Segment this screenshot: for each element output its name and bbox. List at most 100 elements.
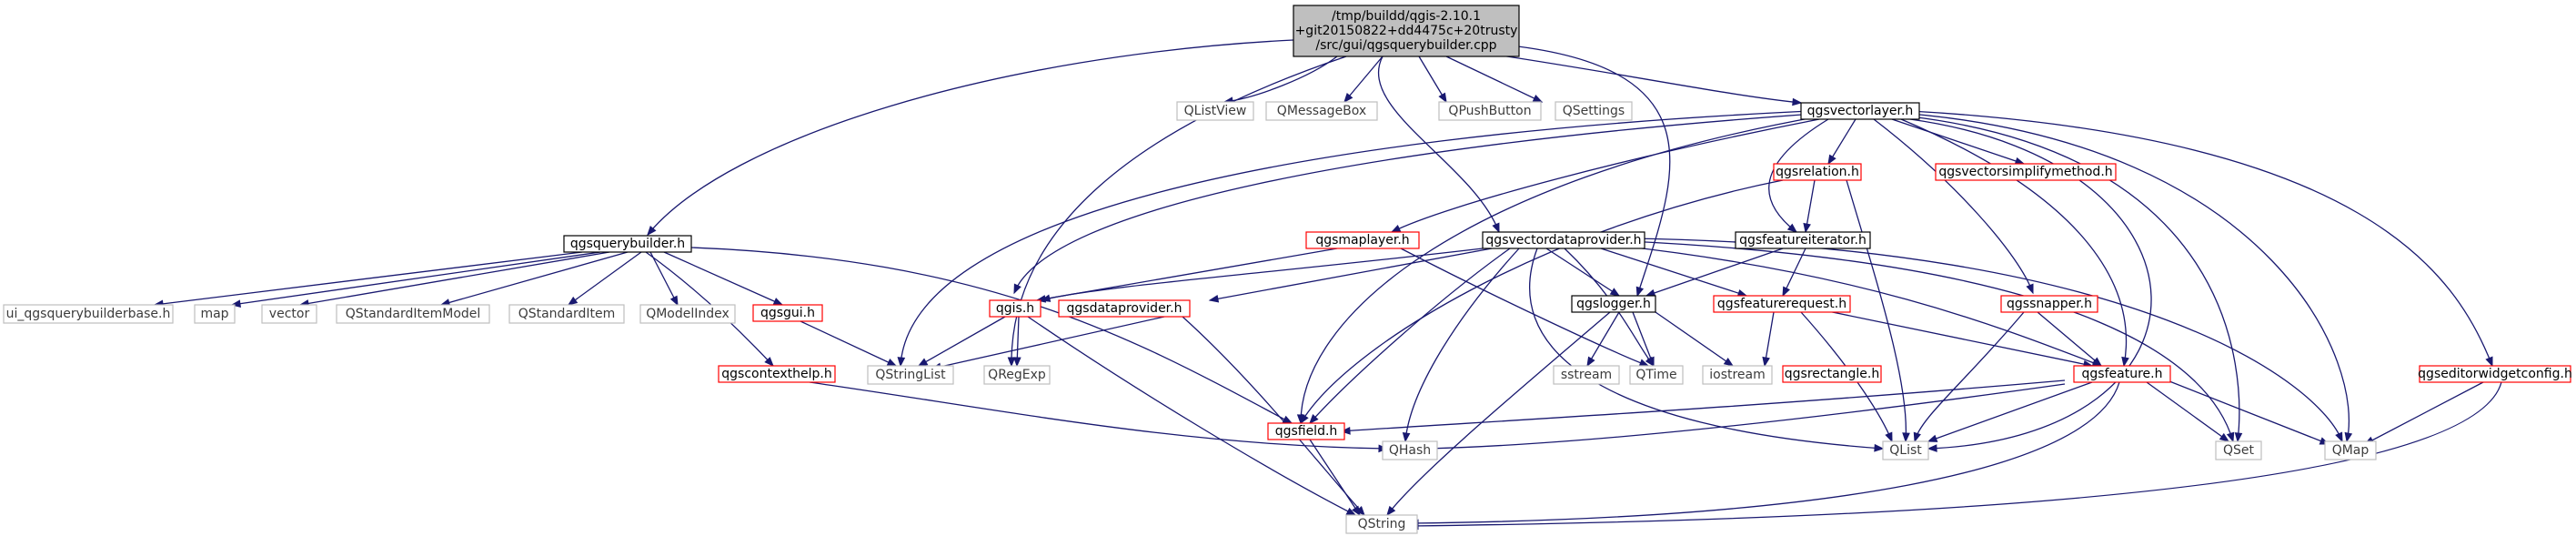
edge-qgsfield-qstring — [1309, 439, 1361, 516]
node-qgsdataprovider[interactable]: qgsdataprovider.h — [1058, 299, 1191, 318]
arrowhead-edge-qgsvectordataprovider-qhash — [1402, 432, 1411, 443]
node-qgsmaplayer[interactable]: qgsmaplayer.h — [1305, 231, 1420, 249]
arrowhead-edge-qgsvectorlayer-qgssnapper — [2026, 283, 2034, 295]
svg-text:QTime: QTime — [1635, 368, 1676, 382]
node-qset[interactable]: QSet — [2215, 440, 2262, 460]
arrowhead-edge-qgslogger-qtime — [1646, 356, 1655, 368]
arrowhead-edge-qgslogger-sstream — [1586, 356, 1595, 368]
node-ui-qgsquerybuilderbase[interactable]: ui_qgsquerybuilderbase.h — [3, 304, 174, 324]
node-qgsfeature[interactable]: qgsfeature.h — [2073, 365, 2171, 383]
node-qmodelindex[interactable]: QModelIndex — [639, 304, 736, 324]
root-node[interactable]: /tmp/buildd/qgis-2.10.1 +git20150822+dd4… — [1293, 5, 1520, 57]
edge-qgsdataprovider-qstringlist — [931, 316, 1165, 369]
node-qgslogger[interactable]: qgslogger.h — [1571, 295, 1656, 313]
edge-qgsquerybuilder-qmodelindex — [649, 251, 679, 306]
node-qmessagebox[interactable]: QMessageBox — [1265, 101, 1378, 121]
node-iostream[interactable]: iostream — [1702, 365, 1773, 385]
svg-text:qgslogger.h: qgslogger.h — [1576, 297, 1651, 311]
svg-text:qgis.h: qgis.h — [996, 301, 1034, 316]
arrowhead-edge-root-qsettings — [1532, 95, 1544, 103]
edge-qgsvectordataprovider-qlist — [1529, 248, 1884, 450]
node-qsettings[interactable]: QSettings — [1555, 101, 1633, 121]
edge-qgsfeatureiterator-qgsfeaturerequest — [1782, 248, 1806, 297]
edge-qgsvectordataprovider-qset — [1627, 240, 2234, 442]
node-qmap[interactable]: QMap — [2324, 440, 2377, 460]
edge-qgssnapper-qlist — [1914, 311, 2025, 442]
svg-text:qgssnapper.h: qgssnapper.h — [2007, 297, 2092, 311]
arrowhead-edge-qgsrelation-qgsfield — [1300, 413, 1309, 425]
node-qgsvectordataprovider[interactable]: qgsvectordataprovider.h — [1482, 231, 1645, 249]
node-qgsrectangle-box[interactable]: qgsrectangle.h — [1782, 365, 1882, 383]
root-line2: +git20150822+dd4475c+20trusty — [1295, 24, 1518, 38]
arrowhead-edge-qgsquerybuilder-qgscontexthelp — [764, 357, 774, 367]
node-qhash[interactable]: QHash — [1382, 440, 1438, 460]
node-qlist[interactable]: QList — [1882, 440, 1929, 460]
node-vector[interactable]: vector — [261, 304, 317, 324]
node-qgseditorwidgetconfig[interactable]: qgseditorwidgetconfig.h — [2418, 365, 2572, 383]
arrowhead-edge-qgslogger-qstring — [1386, 505, 1396, 517]
svg-text:QSet: QSet — [2223, 443, 2255, 458]
edge-qgseditorwidgetconfig-qstring — [1409, 381, 2502, 527]
edge-qgsvectordataprovider-qgsfeaturerequest — [1600, 248, 1747, 297]
edge-root-qsettings — [1445, 56, 1543, 103]
node-qgsvectorsimplifymethod[interactable]: qgsvectorsimplifymethod.h — [1935, 163, 2117, 181]
svg-text:QModelIndex: QModelIndex — [646, 307, 730, 321]
edge-qgsvectorlayer-qset — [1909, 116, 2240, 442]
node-qgsgui[interactable]: qgsgui.h — [752, 304, 823, 322]
node-sstream[interactable]: sstream — [1553, 365, 1620, 385]
node-qgssnapper[interactable]: qgssnapper.h — [2000, 295, 2098, 313]
svg-text:QString: QString — [1358, 517, 1406, 531]
node-qregexp[interactable]: QRegExp — [983, 365, 1051, 385]
node-qgsfeatureiterator[interactable]: qgsfeatureiterator.h — [1735, 231, 1871, 249]
edge-qgsfeature-qlist — [1927, 381, 2093, 442]
node-qgsrelation[interactable]: qgsrelation.h — [1773, 163, 1862, 181]
edge-qgsvectordataprovider-qgslogger — [1545, 248, 1620, 297]
svg-text:qgsvectordataprovider.h: qgsvectordataprovider.h — [1485, 233, 1641, 248]
node-qstandarditemmodel[interactable]: QStandardItemModel — [336, 304, 490, 324]
svg-text:QMessageBox: QMessageBox — [1277, 104, 1366, 118]
arrowhead-edge-qgsrelation-qlist — [1902, 432, 1910, 443]
svg-text:QMap: QMap — [2332, 443, 2370, 458]
edge-qgsquerybuilder-map — [231, 251, 601, 306]
node-qlistview[interactable]: QListView — [1176, 101, 1254, 121]
arrowhead-edge-qgsvectorlayer-qgis — [1013, 283, 1021, 295]
svg-text:vector: vector — [269, 307, 310, 321]
svg-text:QPushButton: QPushButton — [1448, 104, 1531, 118]
svg-text:qgsquerybuilder.h: qgsquerybuilder.h — [570, 237, 685, 251]
arrowhead-edge-qgsfeatureiterator-qgsfeaturerequest — [1782, 286, 1790, 298]
edge-qgsfeature-qmap — [2164, 379, 2329, 445]
edge-qgsvectordataprovider-qhash — [1404, 248, 1520, 442]
edge-qgis-qstringlist — [918, 316, 1006, 367]
svg-text:ui_qgsquerybuilderbase.h: ui_qgsquerybuilderbase.h — [6, 307, 171, 321]
arrowhead-edge-qgsvectorlayer-qgsrelation — [1827, 154, 1836, 166]
edge-qgsgui-qstringlist — [800, 320, 897, 367]
node-qgis[interactable]: qgis.h — [989, 299, 1041, 318]
node-qgscontexthelp[interactable]: qgscontexthelp.h — [718, 365, 836, 383]
node-qstring[interactable]: QString — [1345, 514, 1418, 534]
edge-root-qmessagebox — [1343, 56, 1384, 103]
edge-qgsvectorlayer-qgseditorwidgetconfig — [1909, 110, 2493, 367]
edge-qgsvectordataprovider-qgsdataprovider — [1209, 248, 1493, 301]
node-qtime[interactable]: QTime — [1629, 365, 1684, 385]
edge-qgsdataprovider-qstring — [1182, 316, 1365, 516]
node-qgsvectorlayer[interactable]: qgsvectorlayer.h — [1800, 102, 1920, 120]
svg-text:qgsrelation.h: qgsrelation.h — [1776, 165, 1859, 179]
node-qgsfeaturerequest[interactable]: qgsfeaturerequest.h — [1713, 295, 1851, 313]
edge-root-qgsvectorlayer — [1482, 52, 1802, 104]
node-qgsquerybuilder[interactable]: qgsquerybuilder.h — [563, 235, 692, 253]
nodes: /tmp/buildd/qgis-2.10.1 +git20150822+dd4… — [3, 5, 2572, 534]
svg-text:QSettings: QSettings — [1563, 104, 1625, 118]
edge-qgsfeaturerequest-qlist — [1800, 311, 1893, 442]
node-map[interactable]: map — [194, 304, 236, 324]
arrowhead-edge-qgsquerybuilder-qgsfield — [1282, 415, 1293, 424]
node-qstandarditem[interactable]: QStandardItem — [508, 304, 625, 324]
node-qstringlist[interactable]: QStringList — [867, 365, 954, 385]
edge-root-qpushbutton — [1418, 56, 1447, 103]
node-qpushbutton[interactable]: QPushButton — [1438, 101, 1542, 121]
edge-qgsvectorlayer-qmap — [1909, 113, 2350, 442]
edge-qgsvectorlayer-qgsstringlist — [900, 110, 1811, 367]
node-qgsfield[interactable]: qgsfield.h — [1267, 422, 1345, 440]
arrowhead-edge-qgsquerybuilder-qstandarditem — [567, 296, 579, 306]
arrowhead-edge-qgsrelation-qgsfeatureiterator — [1803, 222, 1811, 234]
